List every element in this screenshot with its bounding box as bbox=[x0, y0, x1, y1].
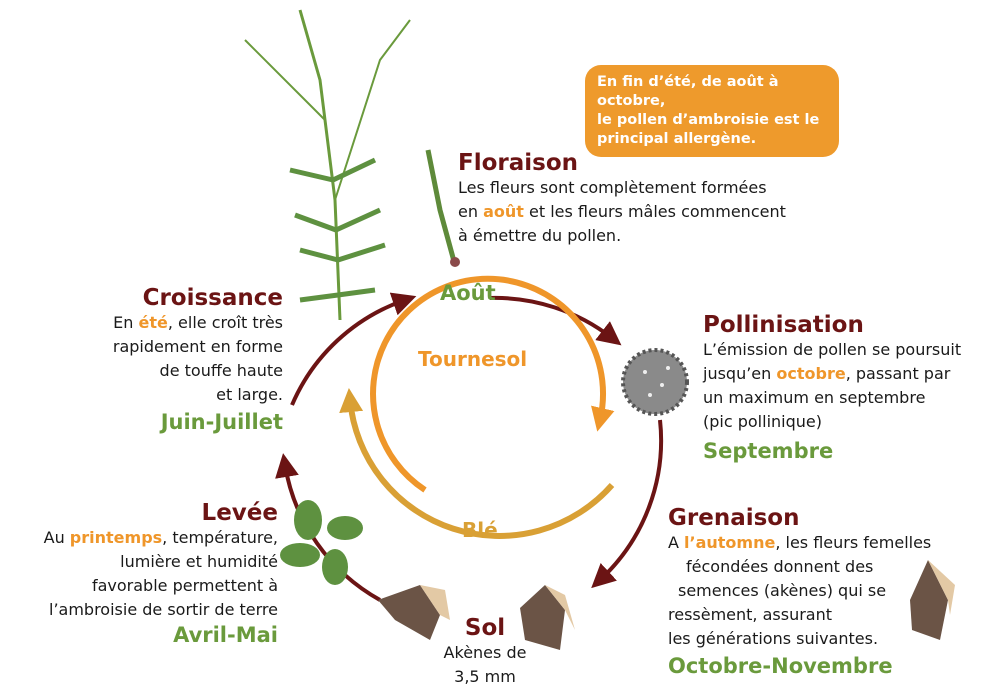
text: , passant par bbox=[845, 364, 951, 383]
info-line: le pollen d’ambroisie est le bbox=[597, 112, 820, 128]
text-line: semences (akènes) qui se bbox=[678, 581, 887, 600]
text: , température, bbox=[162, 528, 278, 547]
text-line: L’émission de pollen se poursuit bbox=[703, 340, 962, 359]
floraison-text: Les fleurs sont complètement formées en … bbox=[458, 176, 786, 248]
text-line: Akènes de bbox=[443, 643, 527, 662]
pollinisation-section: Pollinisation L’émission de pollen se po… bbox=[703, 312, 961, 464]
floraison-section: Floraison Les fleurs sont complètement f… bbox=[458, 150, 786, 248]
grenaison-text: A l’automne, les fleurs femelles fécondé… bbox=[668, 531, 931, 651]
info-box: En fin d’été, de août à octobre, le poll… bbox=[585, 65, 839, 157]
highlight: printemps bbox=[69, 528, 163, 547]
highlight: octobre bbox=[776, 364, 846, 383]
month-aout: Août bbox=[440, 281, 496, 305]
text-line: de touffe haute bbox=[159, 361, 283, 380]
month-avril-mai: Avril-Mai bbox=[173, 623, 278, 647]
text: Au bbox=[43, 528, 70, 547]
highlight: août bbox=[483, 202, 524, 221]
text-line: lumière et humidité bbox=[120, 552, 278, 571]
pollinisation-title: Pollinisation bbox=[703, 312, 864, 338]
sol-title: Sol bbox=[464, 615, 506, 641]
arrow-aout-to-pollinisation bbox=[489, 295, 622, 346]
text-line: et large. bbox=[216, 385, 283, 404]
text-line: 3,5 mm bbox=[454, 667, 516, 686]
text: , elle croît très bbox=[167, 313, 283, 332]
levee-title: Levée bbox=[201, 500, 278, 526]
crop-label-tournesol: Tournesol bbox=[418, 347, 528, 371]
seed-akene-icon bbox=[378, 560, 948, 650]
text-line: un maximum en septembre bbox=[703, 388, 926, 407]
arrow-croissance-to-aout bbox=[290, 292, 417, 406]
arrow-ble bbox=[339, 388, 615, 539]
text-line: ressèment, assurant bbox=[668, 605, 833, 624]
text-line: les générations suivantes. bbox=[668, 629, 879, 648]
arrow-levee-to-croissance bbox=[275, 453, 381, 602]
levee-section: Levée Au printemps, température, lumière… bbox=[44, 500, 278, 648]
month-septembre: Septembre bbox=[703, 439, 834, 463]
info-line: En fin d’été, de août à octobre, bbox=[597, 74, 779, 109]
text: et les fleurs mâles commencent bbox=[523, 202, 786, 221]
text-line: à émettre du pollen. bbox=[458, 226, 622, 245]
month-juin-juillet: Juin-Juillet bbox=[160, 410, 283, 434]
levee-text: Au printemps, température, lumière et hu… bbox=[44, 526, 278, 622]
highlight: été bbox=[138, 313, 168, 332]
month-octobre-novembre: Octobre-Novembre bbox=[668, 654, 893, 678]
croissance-section: Croissance En été, elle croît très rapid… bbox=[113, 285, 283, 435]
text: A bbox=[668, 533, 685, 552]
seedling-icon bbox=[280, 500, 363, 585]
text: En bbox=[113, 313, 139, 332]
sol-section: Sol Akènes de 3,5 mm bbox=[420, 615, 550, 689]
text-line: rapidement en forme bbox=[112, 337, 283, 356]
text-line: En été, elle croît très bbox=[113, 311, 283, 335]
ragweed-plant-icon bbox=[244, 9, 411, 321]
grenaison-title: Grenaison bbox=[668, 505, 800, 531]
floraison-title: Floraison bbox=[458, 150, 579, 176]
highlight: l’automne bbox=[684, 533, 776, 552]
text-line: fécondées donnent des bbox=[686, 557, 874, 576]
text-line: jusqu’en octobre, passant par bbox=[703, 362, 961, 386]
arrow-pollinisation-to-grenaison bbox=[591, 419, 664, 589]
croissance-text: En été, elle croît très rapidement en fo… bbox=[113, 311, 283, 407]
text-line: Les fleurs sont complètement formées bbox=[458, 178, 767, 197]
crop-label-ble: Blé bbox=[462, 518, 498, 542]
text-line: (pic pollinique) bbox=[703, 412, 822, 431]
info-line: principal allergène. bbox=[597, 131, 757, 147]
text-line: l’ambroisie de sortir de terre bbox=[49, 600, 278, 619]
text-line: favorable permettent à bbox=[91, 576, 278, 595]
text-line: Au printemps, température, bbox=[44, 526, 278, 550]
pollen-grain-icon bbox=[621, 348, 689, 416]
flower-spike-icon bbox=[425, 149, 458, 266]
text: jusqu’en bbox=[703, 364, 777, 383]
text: , les fleurs femelles bbox=[775, 533, 932, 552]
text: en bbox=[458, 202, 484, 221]
pollinisation-text: L’émission de pollen se poursuit jusqu’e… bbox=[703, 338, 961, 434]
text-line: en août et les fleurs mâles commencent bbox=[458, 200, 786, 224]
text-line: A l’automne, les fleurs femelles bbox=[668, 531, 931, 555]
arrow-tournesol bbox=[370, 275, 615, 493]
grenaison-section: Grenaison A l’automne, les fleurs femell… bbox=[668, 505, 931, 679]
croissance-title: Croissance bbox=[142, 285, 283, 311]
